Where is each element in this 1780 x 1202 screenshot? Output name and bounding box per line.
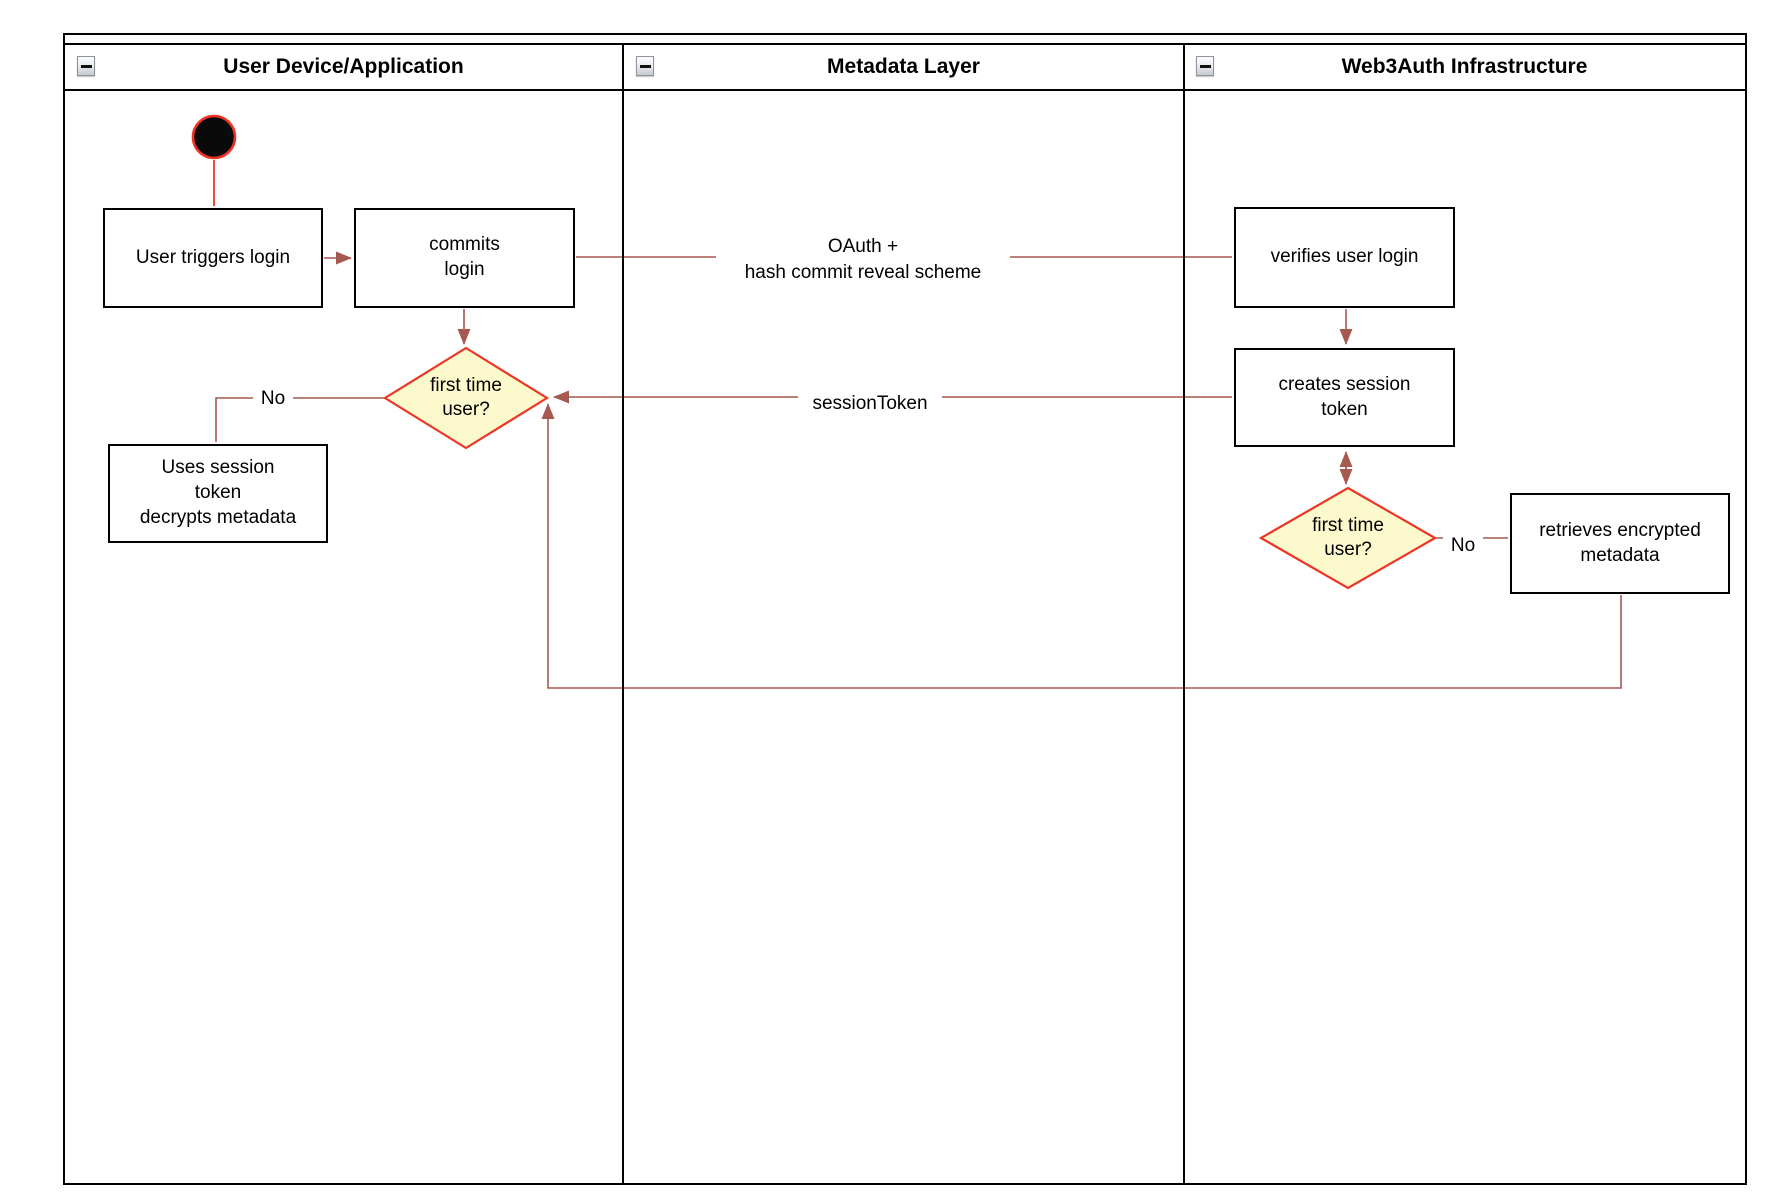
minus-glyph [80,64,92,68]
activity-label: retrieves encrypted metadata [1539,519,1701,566]
lane-divider-1 [622,44,624,1184]
activity-verifies-user-login[interactable]: verifies user login [1234,207,1455,308]
activity-label: creates session token [1278,373,1411,420]
decision-first-time-user-left[interactable] [382,346,550,450]
collapse-icon[interactable] [1196,56,1214,76]
decision-first-time-user-right[interactable] [1258,486,1438,590]
decision-label-left: first time user? [430,375,502,420]
lane-header-bottom-line [64,89,1745,91]
activity-retrieves-encrypted-metadata[interactable]: retrieves encrypted metadata [1510,493,1730,594]
edge-retrieves-feedback-to-decision-left [541,403,1622,689]
lane-header-metadata-layer[interactable]: Metadata Layer [623,44,1184,90]
lane-title: Web3Auth Infrastructure [1341,55,1588,78]
activity-label: verifies user login [1270,246,1419,268]
edge-label-oauth: OAuth + hash commit reveal scheme [716,234,1010,286]
lane-header-user-device[interactable]: User Device/Application [64,44,623,90]
activity-label: Uses session token decrypts metadata [139,457,297,528]
start-node[interactable] [191,114,237,160]
activity-user-triggers-login[interactable]: User triggers login [103,208,323,308]
minus-glyph [639,64,651,68]
swimlane-pool [63,33,1747,1185]
minus-glyph [1199,64,1211,68]
activity-commits-login[interactable]: commits login [354,208,575,308]
lane-title: User Device/Application [223,55,464,78]
edge-label-session-token: sessionToken [798,392,942,416]
activity-label: User triggers login [135,246,291,268]
decision-label-right: first time user? [1312,515,1384,560]
lane-title: Metadata Layer [827,55,980,78]
edge-label-no-left: No [253,387,293,411]
activity-uses-session-token[interactable]: Uses session token decrypts metadata [108,444,328,543]
activity-label: commits login [429,234,500,280]
collapse-icon[interactable] [636,56,654,76]
activity-creates-session-token[interactable]: creates session token [1234,348,1455,447]
collapse-icon[interactable] [77,56,95,76]
lane-header-web3auth[interactable]: Web3Auth Infrastructure [1184,44,1745,90]
edge-label-no-right: No [1443,534,1483,558]
pool-header-top-line [64,43,1745,45]
edge-decision-left-no [215,397,385,442]
lane-divider-2 [1183,44,1185,1184]
